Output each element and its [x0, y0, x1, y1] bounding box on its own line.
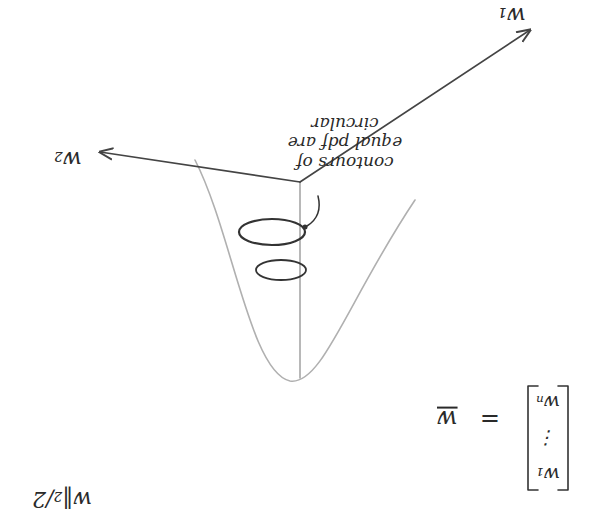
norm-formula: w‖₂/2 — [32, 487, 92, 512]
contour-ellipse — [256, 260, 306, 280]
contour-ellipse — [239, 219, 305, 245]
vector-entry: w₁ — [536, 463, 560, 485]
vector-entry: ⋮ — [539, 427, 558, 449]
vertical-axis — [299, 182, 300, 378]
axis-label: w₂ — [54, 147, 82, 172]
leader-dot — [303, 225, 308, 230]
annotation-note: contours of equal pdf are circular — [286, 113, 404, 172]
pdf-surface — [195, 160, 415, 381]
vector-entry: wₙ — [536, 391, 560, 413]
vector-symbol: w — [437, 404, 458, 432]
w2-axis — [100, 152, 300, 182]
equals-sign: = — [480, 404, 500, 432]
axis-label: w₁ — [498, 3, 526, 28]
leader-line — [307, 196, 319, 226]
